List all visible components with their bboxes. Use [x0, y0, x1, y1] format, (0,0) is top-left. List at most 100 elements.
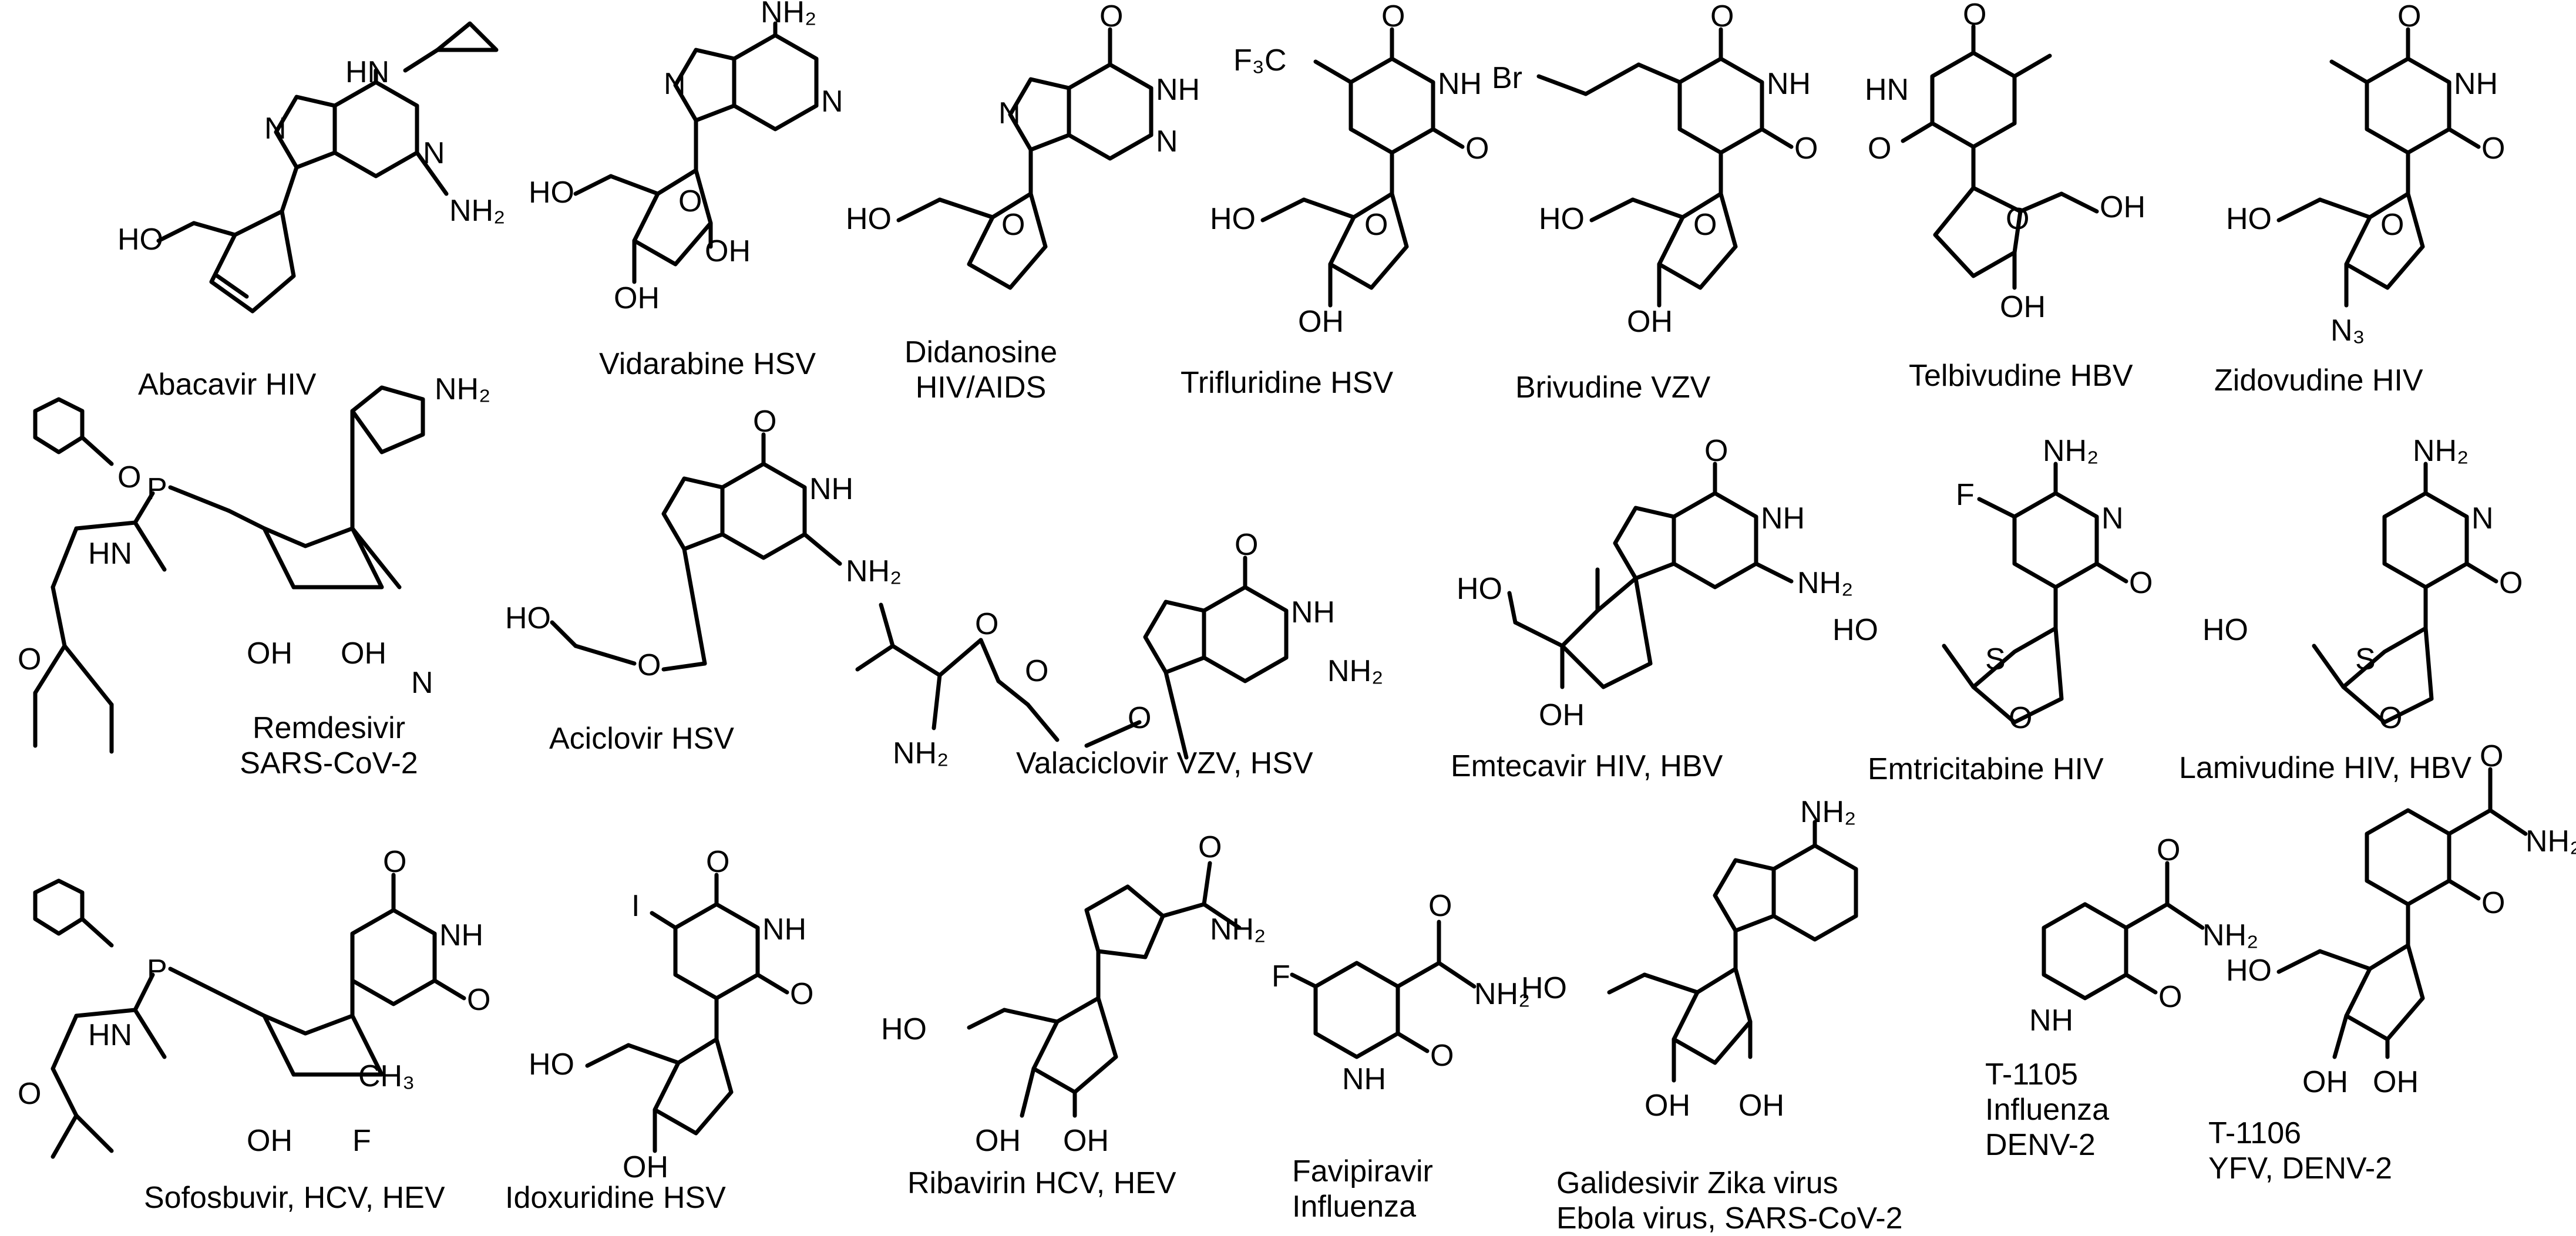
emtricitabine-structure	[1942, 462, 2128, 725]
caption-lamivudine: Lamivudine HIV, HBV	[2179, 751, 2472, 785]
svg-text:N: N	[411, 666, 433, 700]
svg-text:NH: NH	[1291, 595, 1335, 629]
svg-text:OH: OH	[1298, 305, 1344, 339]
galidesivir-structure	[1607, 820, 1858, 1083]
abacavir-structure	[156, 21, 499, 314]
svg-text:O: O	[2009, 701, 2032, 735]
svg-text:O: O	[753, 405, 776, 439]
caption-didanosine-name: Didanosine	[904, 335, 1058, 369]
caption-telbivudine: Telbivudine HBV	[1909, 359, 2133, 393]
svg-text:O: O	[18, 642, 41, 676]
svg-text:O: O	[1693, 208, 1717, 242]
caption-didanosine-disease: HIV/AIDS	[915, 371, 1047, 405]
idoxuridine-structure	[585, 873, 789, 1153]
caption-remdesivir: Remdesivir SARS-CoV-2	[206, 710, 452, 781]
brivudine-structure	[1536, 27, 1794, 308]
svg-text:NH: NH	[762, 912, 806, 947]
caption-valaciclovir: Valaciclovir VZV, HSV	[1016, 746, 1313, 780]
caption-t1105: T-1105 Influenza DENV-2	[1985, 1057, 2109, 1163]
svg-text:NH₂: NH₂	[846, 554, 902, 588]
svg-text:NH₂: NH₂	[2525, 824, 2576, 858]
svg-text:HO: HO	[1539, 202, 1585, 236]
svg-text:O: O	[2380, 208, 2404, 242]
svg-text:HO: HO	[117, 223, 163, 257]
caption-t1106-name: T-1106	[2208, 1116, 2302, 1150]
svg-text:HO: HO	[1457, 572, 1502, 606]
caption-vidarabine: Vidarabine HSV	[599, 347, 816, 381]
svg-text:OH: OH	[2000, 290, 2046, 324]
sofosbuvir-structure	[33, 873, 466, 1159]
svg-text:N: N	[664, 67, 686, 101]
favipiravir-structure	[1290, 920, 1477, 1059]
svg-text:O: O	[1963, 0, 1986, 32]
caption-abacavir: Abacavir HIV	[138, 368, 317, 402]
svg-text:O: O	[2158, 980, 2182, 1014]
svg-text:NH₂: NH₂	[1327, 654, 1383, 688]
caption-sofosbuvir: Sofosbuvir, HCV, HEV	[144, 1181, 445, 1215]
telbivudine-structure	[1901, 24, 2099, 290]
svg-text:O: O	[1364, 208, 1388, 242]
svg-text:O: O	[1025, 654, 1048, 688]
zidovudine-structure	[2276, 27, 2481, 308]
svg-text:HO: HO	[2226, 202, 2272, 236]
svg-text:O: O	[1128, 701, 1151, 735]
svg-text:NH: NH	[1342, 1062, 1386, 1096]
svg-text:OH: OH	[1627, 305, 1673, 339]
svg-text:NH₂: NH₂	[2202, 918, 2258, 952]
caption-favipiravir-disease: Influenza	[1292, 1190, 1417, 1224]
svg-text:O: O	[1001, 208, 1025, 242]
svg-text:N: N	[2101, 501, 2124, 536]
svg-text:HO: HO	[2202, 613, 2248, 647]
svg-text:O: O	[117, 460, 141, 494]
caption-galidesivir-name: Galidesivir Zika virus	[1556, 1166, 1838, 1200]
svg-text:N₃: N₃	[2330, 314, 2365, 348]
caption-brivudine: Brivudine VZV	[1515, 371, 1711, 405]
svg-text:S: S	[1985, 642, 2006, 676]
svg-text:OH: OH	[2302, 1065, 2348, 1099]
caption-idoxuridine: Idoxuridine HSV	[505, 1181, 726, 1215]
svg-text:O: O	[2006, 202, 2029, 236]
svg-text:F₃C: F₃C	[1233, 43, 1287, 78]
svg-text:CH₃: CH₃	[358, 1059, 415, 1093]
svg-text:NH₂: NH₂	[2413, 434, 2469, 468]
svg-text:OH: OH	[1539, 698, 1585, 732]
svg-text:NH₂: NH₂	[1797, 566, 1853, 600]
svg-text:N: N	[998, 96, 1021, 130]
svg-text:NH₂: NH₂	[1210, 912, 1266, 947]
t1106-structure	[2276, 767, 2528, 1059]
svg-text:O: O	[1794, 132, 1818, 166]
caption-t1105-disease-2: DENV-2	[1985, 1128, 2096, 1162]
svg-text:OH: OH	[2100, 190, 2145, 224]
caption-galidesivir: Galidesivir Zika virus Ebola virus, SARS…	[1556, 1166, 1903, 1236]
svg-text:HO: HO	[1521, 971, 1567, 1005]
caption-zidovudine: Zidovudine HIV	[2214, 363, 2423, 398]
caption-t1105-disease-1: Influenza	[1985, 1093, 2110, 1127]
emtecavir-structure	[1507, 462, 1794, 689]
svg-text:F: F	[1272, 959, 1290, 993]
svg-text:HO: HO	[529, 1048, 574, 1082]
svg-text:NH₂: NH₂	[449, 194, 505, 228]
svg-text:N: N	[264, 112, 287, 146]
svg-text:OH: OH	[341, 636, 386, 671]
svg-text:O: O	[2379, 701, 2402, 735]
caption-emtricitabine: Emtricitabine HIV	[1868, 752, 2104, 786]
svg-text:NH₂: NH₂	[2043, 434, 2099, 468]
lamivudine-structure	[2312, 462, 2498, 725]
svg-text:NH₂: NH₂	[1474, 977, 1530, 1011]
svg-text:O: O	[1704, 434, 1728, 468]
svg-text:O: O	[467, 983, 490, 1017]
t1105-structure	[2042, 861, 2205, 1001]
svg-text:HO: HO	[846, 202, 892, 236]
svg-text:HO: HO	[505, 601, 551, 635]
svg-text:O: O	[2481, 886, 2505, 920]
svg-text:NH: NH	[439, 918, 483, 952]
svg-text:F: F	[352, 1124, 371, 1158]
caption-favipiravir-name: Favipiravir	[1292, 1154, 1433, 1188]
svg-text:OH: OH	[1645, 1089, 1690, 1123]
svg-text:N: N	[423, 136, 445, 170]
caption-aciclovir: Aciclovir HSV	[549, 722, 734, 756]
svg-text:O: O	[1710, 0, 1734, 33]
svg-text:N: N	[1156, 124, 1178, 159]
svg-text:O: O	[790, 977, 813, 1011]
